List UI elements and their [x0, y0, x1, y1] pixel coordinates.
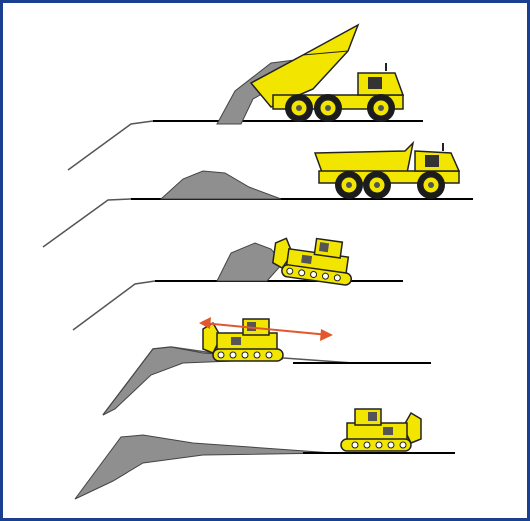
step-2-empty-truck — [43, 143, 473, 247]
step-3-dozer-pushing — [73, 233, 403, 330]
step-4-dozer-spreading — [103, 317, 431, 415]
step-1-dumping — [68, 25, 423, 170]
dumping-sequence-diagram — [3, 3, 527, 518]
slope-line — [68, 121, 153, 170]
dump-truck-icon — [251, 25, 403, 122]
material-pile — [161, 171, 281, 199]
dump-truck-icon — [315, 143, 459, 199]
material-pile — [75, 435, 333, 499]
bulldozer-icon — [341, 409, 421, 451]
slope-line — [73, 281, 155, 330]
slope-line — [43, 199, 131, 247]
step-5-dozer-leveling — [75, 409, 455, 499]
bulldozer-icon — [203, 319, 283, 361]
bulldozer-icon — [271, 233, 356, 286]
